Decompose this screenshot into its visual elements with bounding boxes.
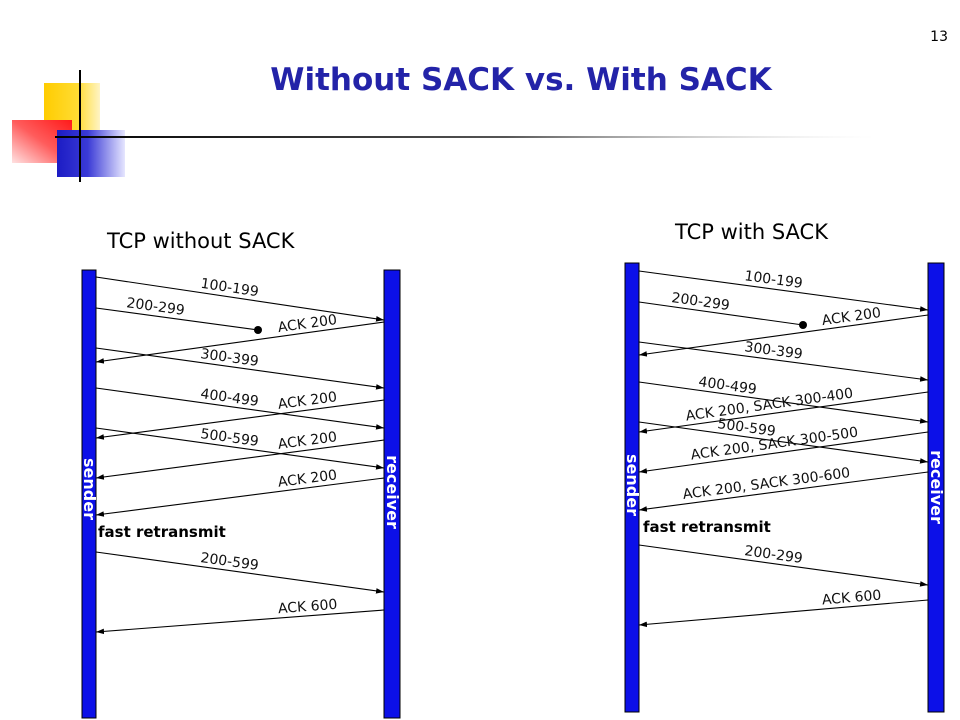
sender-lifeline xyxy=(81,269,97,719)
sack-arrow xyxy=(638,431,929,474)
diagram-without-sack: TCP without SACK sender receiver 100-199… xyxy=(80,229,402,719)
lost-segment-arrow xyxy=(95,307,259,331)
segment-arrow xyxy=(638,270,929,312)
segment-label: 300-399 xyxy=(743,339,803,362)
ack-label: ACK 200 xyxy=(277,389,338,413)
sender-label: sender xyxy=(623,454,642,516)
segment-arrow xyxy=(95,427,385,470)
ack-label: ACK 200 xyxy=(277,429,338,453)
segment-arrow xyxy=(638,381,929,424)
fast-retransmit-label: fast retransmit xyxy=(98,523,226,541)
segment-arrow xyxy=(638,421,929,464)
segment-label: 300-399 xyxy=(199,346,259,370)
sender-label: sender xyxy=(80,458,99,520)
sack-arrow xyxy=(638,471,929,512)
logo-vertical-rule xyxy=(79,70,81,182)
ack-label: ACK 600 xyxy=(821,587,882,608)
segment-label: 200-299 xyxy=(125,295,185,319)
packet-loss-dot xyxy=(799,321,807,329)
sack-label: ACK 200, SACK 300-600 xyxy=(682,465,851,503)
ack-arrow xyxy=(638,599,929,628)
ack-arrow xyxy=(95,609,385,635)
segment-arrow xyxy=(95,387,385,430)
fast-retransmit-label: fast retransmit xyxy=(643,518,771,536)
diagram-with-sack: TCP with SACK sender receiver 100-199 20… xyxy=(623,220,946,713)
segment-label: 500-599 xyxy=(199,426,259,450)
packet-loss-dot xyxy=(254,326,262,334)
sack-arrow xyxy=(638,391,929,434)
ack-arrow xyxy=(95,399,385,440)
segment-arrow xyxy=(95,276,385,322)
ack-label: ACK 600 xyxy=(277,597,338,617)
segment-label: 200-299 xyxy=(743,543,803,567)
slide-title: Without SACK vs. With SACK xyxy=(270,62,772,98)
retransmit-segment-arrow xyxy=(95,551,385,594)
segment-label: 400-499 xyxy=(199,386,259,410)
ack-arrow xyxy=(95,439,385,480)
lost-segment-arrow xyxy=(638,301,804,326)
slide-logo xyxy=(12,70,875,182)
retransmit-segment-arrow xyxy=(638,544,929,587)
receiver-label: receiver xyxy=(383,455,402,529)
diagram-caption: TCP with SACK xyxy=(674,220,829,244)
receiver-lifeline xyxy=(383,269,401,719)
ack-label: ACK 200 xyxy=(277,467,338,490)
segment-label: 200-599 xyxy=(199,550,259,574)
receiver-label: receiver xyxy=(927,450,946,524)
segment-arrow xyxy=(95,347,385,390)
sender-lifeline xyxy=(624,262,640,713)
diagram-caption: TCP without SACK xyxy=(106,229,296,253)
segment-label: 100-199 xyxy=(743,268,803,292)
segment-label: 400-499 xyxy=(697,374,757,398)
receiver-lifeline xyxy=(927,262,945,713)
segment-label: 500-599 xyxy=(716,416,776,440)
title-underline-rule xyxy=(55,136,875,138)
ack-arrow xyxy=(95,321,385,364)
page-number: 13 xyxy=(930,29,948,45)
segment-arrow xyxy=(638,341,929,382)
ack-arrow xyxy=(95,477,385,517)
